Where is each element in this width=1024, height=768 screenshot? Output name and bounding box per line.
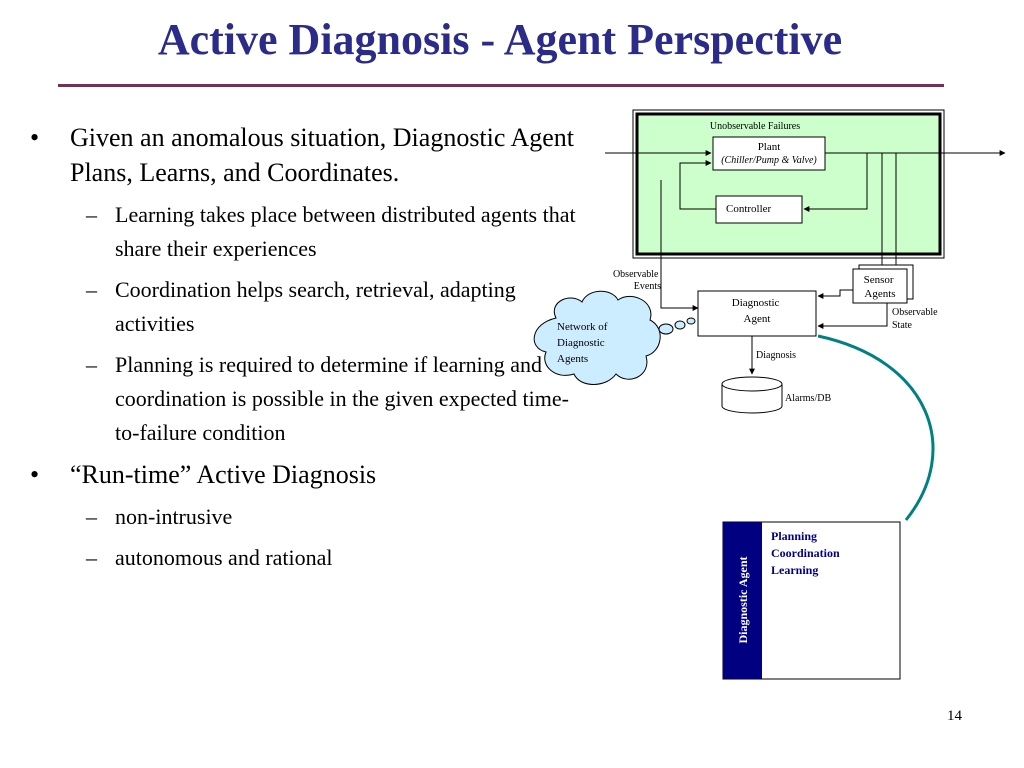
observable-state-label: Observable State (892, 307, 940, 331)
plant-sublabel: (Chiller/Pump & Valve) (721, 155, 817, 166)
sub-bullet-text: non-intrusive (115, 504, 233, 529)
agent-panel-band (723, 522, 762, 679)
controller-box (715, 195, 803, 224)
diagnostic-agent-box (697, 290, 817, 337)
sub-bullet-text: autonomous and rational (115, 545, 333, 570)
dash-mark: – (86, 504, 97, 529)
network-label: Network of Diagnostic Agents (557, 321, 610, 365)
diagnostic-agent-label: Diagnostic Agent (732, 297, 782, 325)
page-number: 14 (947, 708, 962, 724)
plant-area (635, 112, 942, 256)
agent-panel-label: Diagnostic Agent (736, 556, 750, 643)
bullet-mark: • (30, 460, 40, 489)
network-cloud (533, 290, 696, 385)
agent-diagram: Unobservable Failures Plant (Chiller/Pum… (533, 109, 1006, 680)
observable-state-line (817, 303, 888, 329)
sub-bullet-text: Coordination helps search, retrieval, ad… (115, 277, 516, 336)
sub-bullet-text: Planning is required to determine if lea… (115, 352, 569, 445)
plant-to-controller-line (803, 153, 868, 212)
slide-title: Active Diagnosis - Agent Perspective (157, 15, 843, 64)
title-underline (58, 84, 944, 87)
bullet-level1: • “Run-time” Active Diagnosis (30, 457, 590, 492)
bullet-level2: – non-intrusive (30, 500, 590, 534)
bullet-text: “Run-time” Active Diagnosis (70, 460, 377, 489)
observable-events-line (660, 180, 699, 311)
sensor-agents-box (852, 268, 908, 304)
agent-panel-item-planning: Planning (771, 529, 817, 543)
dash-mark: – (86, 277, 97, 302)
agent-panel-item-coordination: Coordination (771, 546, 840, 560)
bullet-level2: – Planning is required to determine if l… (30, 348, 590, 450)
dash-mark: – (86, 352, 97, 377)
bullet-mark: • (30, 123, 40, 152)
controller-label: Controller (726, 203, 772, 215)
alarms-db-cylinder (721, 376, 783, 414)
agent-panel-item-learning: Learning (771, 563, 818, 577)
bullet-level1: • Given an anomalous situation, Diagnost… (30, 120, 590, 190)
sensor-to-agent-line (817, 289, 853, 299)
zoom-connector-curve (817, 334, 935, 521)
plant-box (712, 136, 826, 171)
bullet-list: • Given an anomalous situation, Diagnost… (30, 120, 590, 582)
alarms-db-label: Alarms/DB (785, 393, 831, 404)
sensor-agents-label: Sensor Agents (864, 274, 897, 300)
dash-mark: – (86, 545, 97, 570)
bullet-level2: – autonomous and rational (30, 541, 590, 575)
dash-mark: – (86, 202, 97, 227)
bullet-level2: – Coordination helps search, retrieval, … (30, 273, 590, 341)
unobservable-failures-label: Unobservable Failures (710, 121, 800, 132)
sub-bullet-text: Learning takes place between distributed… (115, 202, 576, 261)
bullet-level2: – Learning takes place between distribut… (30, 198, 590, 266)
plant-label: Plant (758, 141, 781, 153)
observable-events-label: Observable Events (613, 269, 661, 292)
bullet-text: Given an anomalous situation, Diagnostic… (70, 123, 575, 187)
diagnosis-label: Diagnosis (756, 350, 796, 361)
controller-to-plant-line (679, 160, 716, 210)
